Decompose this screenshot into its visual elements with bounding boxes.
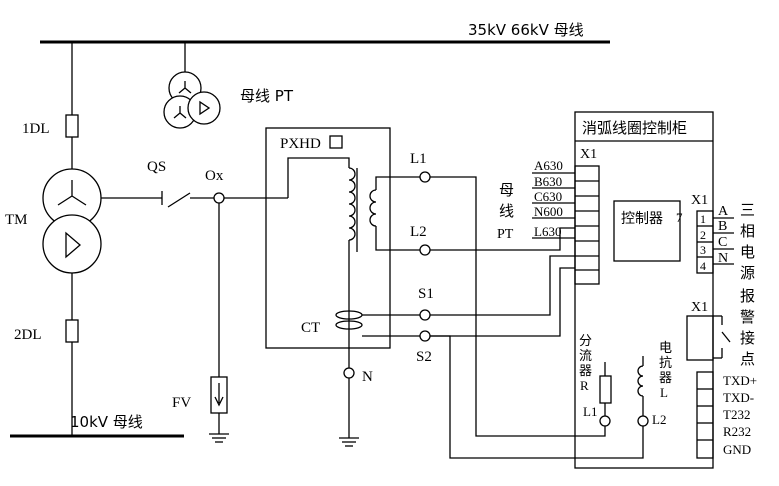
phase-num-3: 3	[700, 243, 706, 257]
comm-txd-minus: TXD-	[723, 390, 754, 405]
top-bus-label: 35kV 66kV 母线	[468, 21, 584, 39]
terminal-s2-label: S2	[416, 349, 432, 365]
reactor-char-3: 器	[659, 371, 672, 386]
top-busbar: 35kV 66kV 母线	[40, 21, 610, 44]
transformer-lower-winding	[42, 214, 102, 274]
reactor-char-1: 电	[659, 341, 672, 356]
phase-name-c: C	[718, 235, 727, 250]
bus-pt-char-3: PT	[497, 227, 514, 242]
cabinet-x1-phase: X1	[691, 193, 708, 208]
controller-label: 控制器	[621, 211, 663, 227]
bus-pt-char-1: 母	[499, 181, 514, 199]
switch-label: QS	[147, 159, 166, 175]
phase-name-b: B	[718, 219, 727, 234]
isolating-switch: QS Ox	[101, 159, 288, 208]
comm-t232: T232	[723, 407, 750, 422]
phase-num-2: 2	[700, 228, 706, 242]
pxhd-neutral-label: N	[362, 369, 373, 385]
terminal-l2-label: L2	[410, 224, 427, 240]
arrester-label: FV	[172, 395, 191, 411]
controller-number: 7	[676, 210, 683, 225]
phase-name-a: A	[718, 204, 729, 219]
neutral-point-label: Ox	[205, 168, 224, 184]
phase-num-4: 4	[700, 259, 706, 273]
breaker-2dl	[65, 319, 79, 343]
cabinet-x1-alarm: X1	[691, 300, 708, 315]
pxhd-unit: PXHD CT N	[265, 127, 420, 447]
reactor-char-4: L	[660, 385, 668, 400]
shunt-char-3: 器	[579, 364, 592, 379]
left-feeder: 1DL TM 2DL	[5, 42, 102, 436]
neutral-point-ox	[213, 192, 225, 204]
three-phase-char-4: 源	[740, 264, 755, 282]
surge-arrester: FV	[172, 203, 229, 443]
reactor-char-2: 抗	[659, 356, 672, 371]
three-phase-char-1: 三	[740, 201, 755, 219]
alarm-char-1: 报	[740, 287, 755, 305]
shunt-l1-label: L1	[583, 404, 597, 419]
alarm-char-2: 警	[740, 308, 755, 326]
alarm-char-4: 点	[740, 350, 755, 368]
breaker-2dl-label: 2DL	[14, 327, 42, 343]
pxhd-terminals: L1 L2 S1 S2	[410, 151, 434, 365]
bus-pt-symbol: 母线 PT	[163, 42, 294, 129]
three-phase-char-3: 电	[740, 243, 755, 261]
breaker-1dl	[65, 114, 79, 138]
pxhd-label: PXHD	[280, 136, 321, 152]
comm-r232: R232	[723, 424, 751, 439]
bottom-bus-label: 10kV 母线	[70, 413, 143, 431]
interconnect-wires	[430, 176, 644, 459]
alarm-char-3: 接	[740, 329, 755, 347]
bus-pt-label: 母线 PT	[240, 87, 294, 105]
controller-box	[613, 200, 681, 262]
terminal-b630: B630	[534, 174, 562, 189]
comm-txd-plus: TXD+	[723, 373, 757, 388]
terminal-l1-label: L1	[410, 151, 427, 167]
bus-pt-char-2: 线	[499, 202, 514, 220]
cabinet-title: 消弧线圈控制柜	[582, 119, 687, 137]
control-cabinet: 消弧线圈控制柜 X1 A630 B630 C630 N600 L630 母 线 …	[497, 111, 757, 469]
ct-label: CT	[301, 320, 320, 336]
shunt-char-1: 分	[579, 334, 592, 349]
transformer-label: TM	[5, 212, 28, 228]
shunt-char-2: 流	[579, 349, 592, 364]
terminal-a630: A630	[534, 158, 563, 173]
shunt-char-4: R	[580, 378, 589, 393]
reactor-l2-label: L2	[652, 412, 666, 427]
terminal-n600: N600	[534, 204, 563, 219]
breaker-1dl-label: 1DL	[22, 121, 50, 137]
phase-name-n: N	[718, 251, 728, 266]
comm-gnd: GND	[723, 442, 751, 457]
terminal-s1-label: S1	[418, 286, 434, 302]
cabinet-x1-left: X1	[580, 147, 597, 162]
three-phase-char-2: 相	[740, 222, 755, 240]
terminal-c630: C630	[534, 189, 562, 204]
phase-num-1: 1	[700, 212, 706, 226]
terminal-l630: L630	[534, 224, 561, 239]
bottom-busbar: 10kV 母线	[10, 413, 184, 438]
